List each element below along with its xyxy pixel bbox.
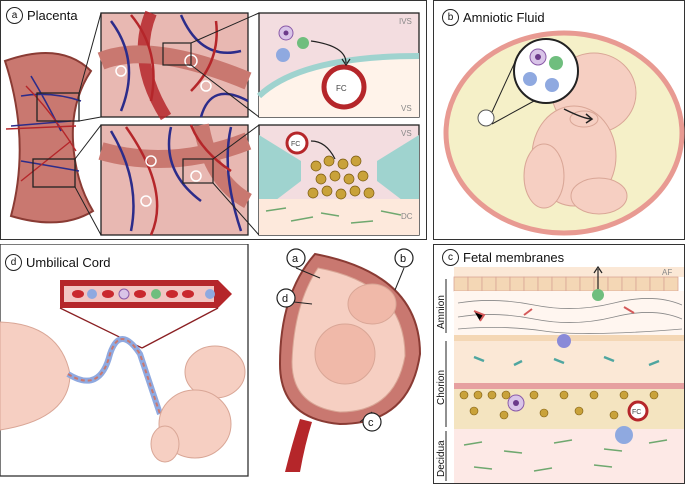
callout-a bbox=[286, 248, 306, 268]
callout-b-text: b bbox=[400, 253, 406, 265]
panel-fetal-membranes: FC AF Amnion Chorion Decidua c Fetal mem… bbox=[433, 244, 685, 484]
membranes-illustration: FC AF Amnion Chorion Decidua bbox=[436, 265, 684, 483]
vessel-cells bbox=[72, 288, 215, 300]
chorion-label: Chorion bbox=[436, 370, 447, 405]
decidua-label: Decidua bbox=[436, 440, 447, 477]
fc-label-top: FC bbox=[336, 84, 347, 93]
callout-c-text: c bbox=[368, 417, 374, 429]
panel-umbilical-cord: a b d c d Umbilical Cord bbox=[0, 243, 427, 484]
detail-vs-dc: FC VS DC bbox=[258, 124, 420, 236]
placenta-illustration: IVS VS FC FC VS DC bbox=[3, 10, 420, 236]
zoom-box-top bbox=[36, 92, 80, 122]
dc-label: DC bbox=[401, 212, 413, 221]
panel-title-amniotic: b Amniotic Fluid bbox=[442, 9, 545, 26]
uterus-figure bbox=[278, 252, 422, 472]
callout-b bbox=[394, 248, 414, 268]
callout-a-text: a bbox=[292, 253, 299, 265]
callout-c bbox=[362, 412, 382, 432]
callout-d bbox=[276, 288, 296, 308]
vs-label-bottom: VS bbox=[401, 129, 412, 138]
amniotic-title: Amniotic Fluid bbox=[463, 10, 545, 25]
panel-letter-d: d bbox=[5, 254, 22, 271]
vs-label-top: VS bbox=[401, 104, 412, 113]
amnion-epithelium bbox=[453, 276, 679, 292]
panel-letter-c: c bbox=[442, 249, 459, 266]
membrane-fc-label: FC bbox=[632, 409, 641, 416]
zoom-box-bottom bbox=[32, 158, 76, 188]
amniotic-illustration bbox=[443, 30, 685, 236]
placenta-zoom-top bbox=[97, 10, 260, 121]
amnion-label: Amnion bbox=[436, 295, 447, 329]
cord-title: Umbilical Cord bbox=[26, 255, 111, 270]
fc-label-bottom: FC bbox=[291, 141, 300, 148]
detail-ivs-vs: IVS VS FC bbox=[256, 12, 420, 118]
fluid-sample-dot bbox=[477, 109, 495, 127]
cord-illustration: a b d c bbox=[0, 243, 422, 477]
af-label: AF bbox=[662, 268, 672, 277]
callout-d-text: d bbox=[282, 293, 288, 305]
panel-title-cord: d Umbilical Cord bbox=[5, 254, 111, 271]
placenta-zoom-bottom bbox=[98, 123, 260, 236]
ivs-label: IVS bbox=[399, 17, 412, 26]
panel-title-membranes: c Fetal membranes bbox=[442, 249, 564, 266]
cord-fetus bbox=[150, 345, 246, 463]
panel-letter-a: a bbox=[6, 7, 23, 24]
panel-title-placenta: a Placenta bbox=[6, 7, 78, 24]
panel-letter-b: b bbox=[442, 9, 459, 26]
membranes-title: Fetal membranes bbox=[463, 250, 565, 265]
panel-placenta: IVS VS FC FC VS DC a Placenta bbox=[0, 0, 427, 240]
panel-amniotic-fluid: b Amniotic Fluid bbox=[433, 0, 685, 240]
placenta-disk bbox=[3, 52, 95, 224]
placenta-title: Placenta bbox=[27, 8, 78, 23]
fluid-zoom-circle bbox=[513, 38, 579, 104]
